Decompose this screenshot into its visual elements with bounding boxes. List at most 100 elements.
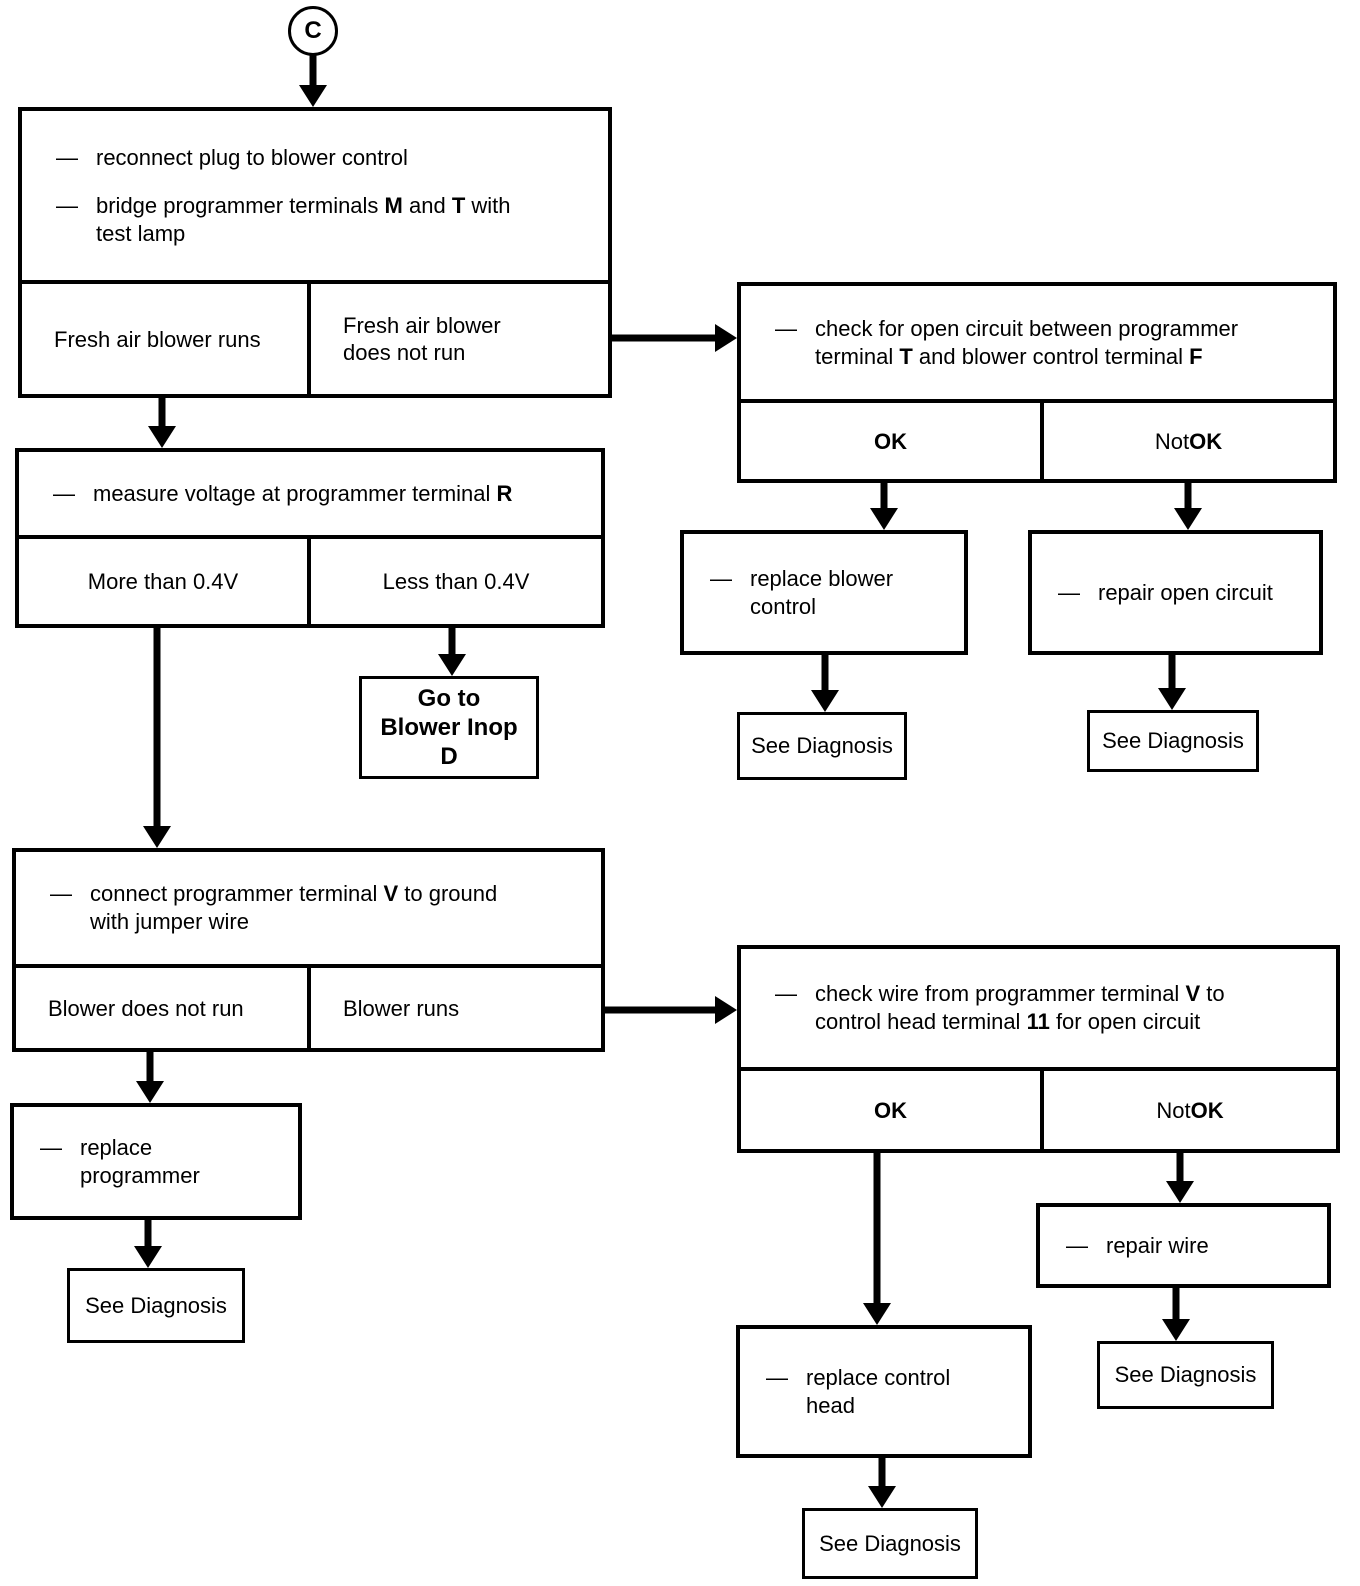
text-line: D [440, 743, 458, 770]
text-run: and [402, 192, 452, 218]
flow-arrow-down [148, 398, 176, 448]
flow-arrow-down [868, 1458, 896, 1508]
cell-less-than-04v: Less than 0.4V [307, 539, 601, 624]
text-run: See Diagnosis [751, 733, 893, 758]
flow-arrow-down [136, 1052, 164, 1103]
dash: — [710, 565, 732, 591]
text-run: and blower control terminal [912, 343, 1190, 369]
text-run: for open circuit [1049, 1009, 1201, 1034]
terminal-v: V [383, 881, 399, 906]
text-run: See Diagnosis [1114, 1362, 1257, 1387]
box-replace-control-head: — replace control head [736, 1325, 1032, 1458]
dash: — [40, 1134, 62, 1160]
box-check-wire-outcomes: OK Not OK [741, 1067, 1336, 1149]
dash: — [53, 480, 75, 506]
text-run: Fresh air blower runs [54, 326, 261, 352]
text-line: repair open circuit [1098, 579, 1273, 605]
terminal-v: V [1185, 981, 1201, 1006]
text-run: OK [1190, 1097, 1224, 1123]
text-run: Not [1154, 428, 1190, 454]
text-run: control head terminal [815, 1009, 1027, 1034]
text-line: connect programmer terminal V to ground [90, 880, 593, 908]
cell-fresh-air-blower-runs: Fresh air blower runs [22, 284, 307, 394]
instruction-check-wire: — check wire from programmer terminal V … [775, 980, 1328, 1036]
box-repair-open-circuit: — repair open circuit [1028, 530, 1323, 655]
box-check-open-circuit-outcomes: OK Not OK [741, 399, 1333, 479]
text-run: Blower does not run [48, 995, 244, 1021]
terminal-t: T [451, 192, 466, 218]
box-see-diagnosis: See Diagnosis [802, 1508, 978, 1579]
text-line: control head terminal 11 for open circui… [815, 1008, 1328, 1036]
text-line: Blower Inop [380, 714, 518, 741]
box-see-diagnosis: See Diagnosis [1097, 1341, 1274, 1409]
terminal-m: M [384, 192, 403, 218]
cell-ok: OK [741, 1071, 1040, 1149]
dash: — [766, 1364, 788, 1390]
cell-more-than-04v: More than 0.4V [19, 539, 307, 624]
box-see-diagnosis: See Diagnosis [67, 1268, 245, 1343]
text-run: See Diagnosis [85, 1292, 227, 1318]
text-run: Blower runs [343, 995, 460, 1021]
text-run: OK [1189, 428, 1223, 454]
cell-fresh-air-blower-does-not-run: Fresh air blower does not run [307, 284, 608, 394]
box-check-open-circuit: — check for open circuit between program… [737, 282, 1337, 483]
text-line: replace blower [750, 565, 894, 591]
dash: — [1066, 1232, 1088, 1258]
text-line: test lamp [96, 220, 600, 248]
text-run: Not [1156, 1097, 1191, 1123]
text-line: Fresh air blower [343, 313, 501, 338]
text-run: terminal [815, 343, 900, 369]
box-goto-blower-inop-d: Go to Blower Inop D [359, 676, 539, 779]
text-run: test lamp [96, 220, 186, 246]
text-line: control [750, 593, 817, 619]
flow-arrow-down [811, 655, 839, 712]
action-repair-wire: — repair wire [1066, 1232, 1209, 1260]
cell-blower-runs: Blower runs [307, 968, 601, 1048]
terminal-11: 11 [1026, 1009, 1050, 1034]
dash: — [775, 315, 797, 341]
box-step1: — reconnect plug to blower control — bri… [18, 107, 612, 398]
cell-not-ok: Not OK [1040, 1071, 1336, 1149]
text-run: Less than 0.4V [382, 569, 530, 594]
text-run: bridge programmer terminals [96, 192, 385, 218]
text-run: More than 0.4V [87, 569, 239, 594]
instruction-measure-voltage: — measure voltage at programmer terminal… [53, 480, 593, 508]
box-step3-outcomes: Blower does not run Blower runs [16, 964, 601, 1048]
terminal-t: T [899, 343, 913, 369]
flow-arrow-down [438, 628, 466, 676]
dash: — [50, 881, 72, 906]
box-check-open-circuit-header: — check for open circuit between program… [741, 286, 1333, 399]
flow-arrow-right [605, 996, 737, 1024]
instruction-bridge-terminals: — bridge programmer terminals M and T wi… [56, 192, 600, 248]
flow-arrow-down [1166, 1153, 1194, 1203]
box-check-wire-header: — check wire from programmer terminal V … [741, 949, 1336, 1067]
connector-c-label: C [304, 17, 322, 44]
cell-not-ok: Not OK [1040, 403, 1333, 479]
text-run: See Diagnosis [1102, 728, 1244, 753]
text-run: See Diagnosis [819, 1530, 961, 1556]
text-run: to ground [398, 881, 498, 906]
box-step2-outcomes: More than 0.4V Less than 0.4V [19, 535, 601, 624]
cell-ok: OK [741, 403, 1040, 479]
text-line: check for open circuit between programme… [815, 315, 1239, 341]
action-replace-blower-control: — replace blower control [710, 565, 893, 621]
flow-arrow-down [1162, 1288, 1190, 1341]
instruction-connect-terminal-v: — connect programmer terminal V to groun… [50, 880, 593, 936]
flow-arrow-right [612, 324, 737, 352]
box-repair-wire: — repair wire [1036, 1203, 1331, 1288]
box-see-diagnosis: See Diagnosis [1087, 710, 1259, 772]
box-step3: — connect programmer terminal V to groun… [12, 848, 605, 1052]
text-line: replace control [806, 1364, 951, 1390]
text-line: with jumper wire [90, 909, 249, 934]
text-run: to [1200, 981, 1225, 1006]
text-run: OK [874, 1097, 907, 1123]
text-run: OK [874, 428, 907, 454]
text-run: with [465, 192, 511, 218]
flow-arrow-down [143, 628, 171, 848]
text-line: does not run [343, 340, 466, 365]
text-run: measure voltage at programmer terminal [93, 480, 497, 506]
box-step2-header: — measure voltage at programmer terminal… [19, 452, 601, 535]
text-line: head [806, 1392, 855, 1418]
action-repair-open-circuit: — repair open circuit [1058, 579, 1273, 607]
text-line: replace [80, 1134, 153, 1160]
